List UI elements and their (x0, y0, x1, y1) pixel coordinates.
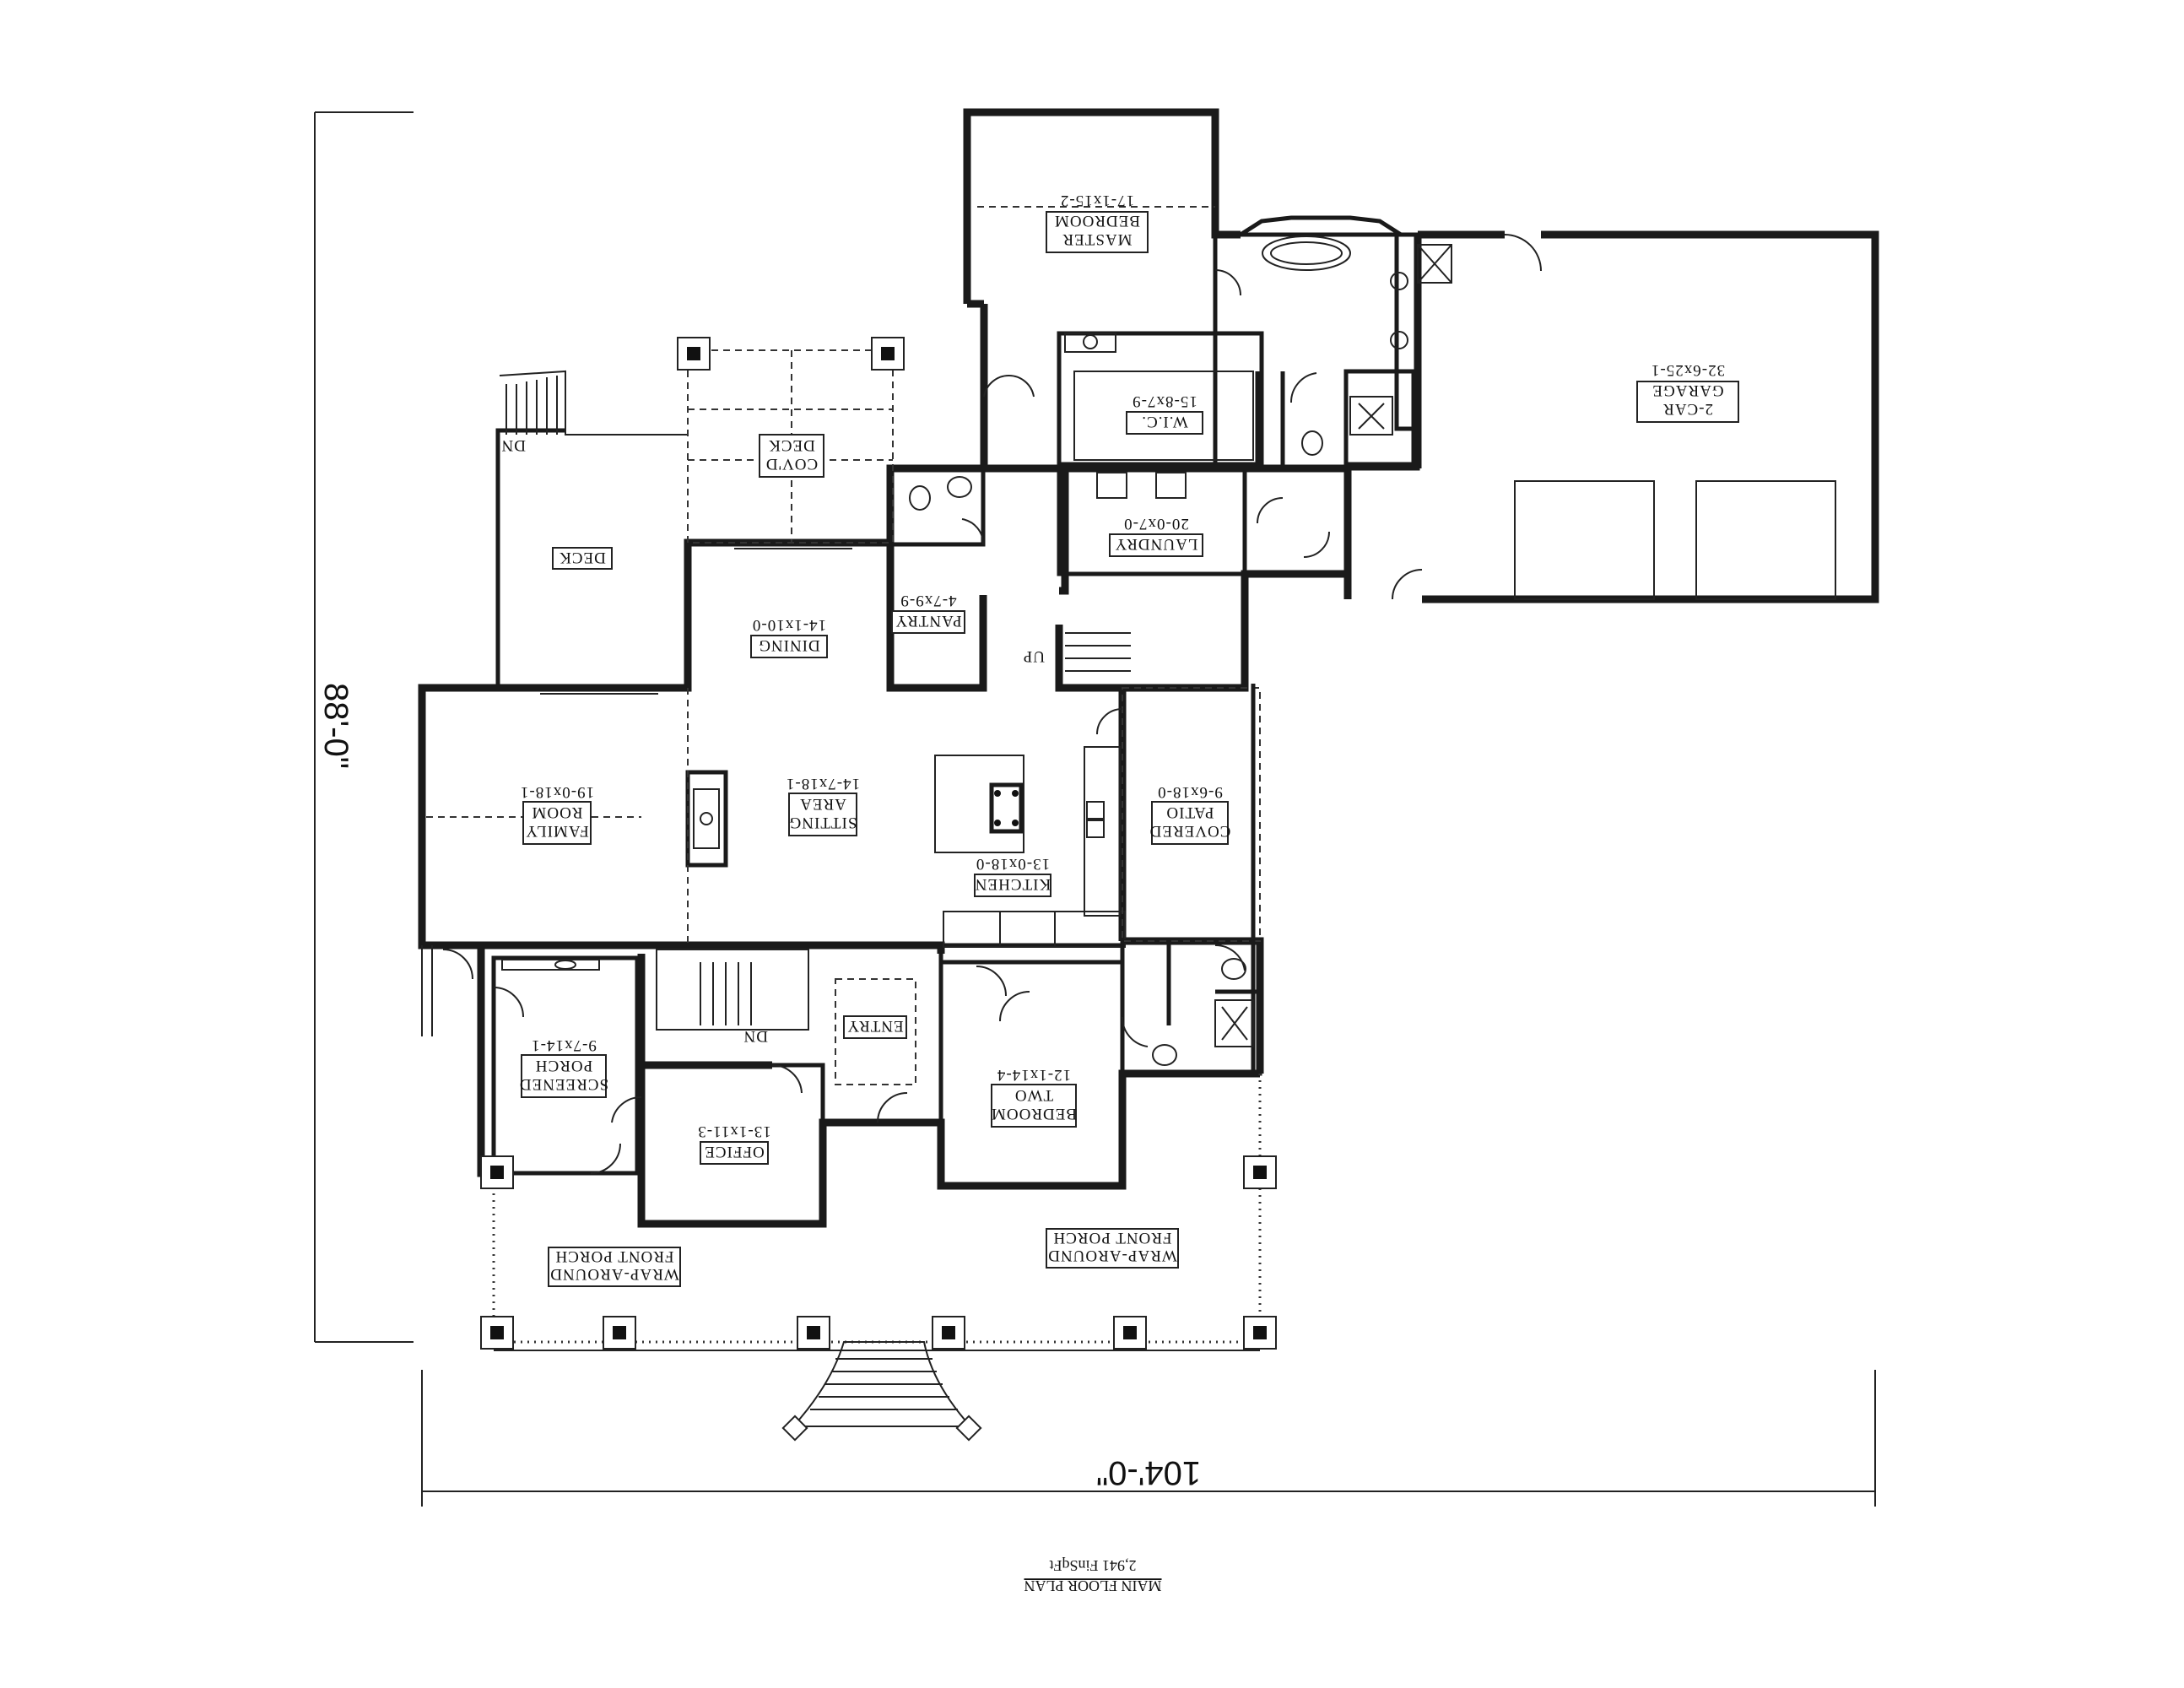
label-kitchen: KITCHEN 13-0x18-0 (974, 855, 1051, 897)
label-family-room: FAMILY ROOM 19-0x18-1 (520, 783, 594, 845)
room-name: LAUNDRY (1115, 535, 1198, 553)
room-name: DECK (768, 436, 815, 454)
label-master-bedroom: MASTER BEDROOM 17-1x15-2 (1046, 192, 1149, 253)
label-pantry: PANTRY 4-7x9-9 (891, 592, 965, 634)
room-size: 4-7x9-9 (900, 592, 956, 609)
room-name: AREA (799, 795, 846, 813)
post (1243, 1155, 1277, 1189)
label-entry: ENTRY (843, 1015, 907, 1039)
post (480, 1155, 514, 1189)
post (1113, 1316, 1147, 1350)
room-name: DECK (559, 549, 606, 566)
room-name: PORCH (535, 1057, 592, 1074)
label-covered-deck: COV'D DECK (759, 434, 824, 478)
room-name: COVERED (1149, 822, 1231, 840)
room-labels: MASTER BEDROOM 17-1x15-2 2-CAR GARAGE 32… (501, 192, 1739, 1287)
room-name: MASTER (1062, 230, 1132, 248)
room-name: WRAP-AROUND (549, 1265, 679, 1283)
room-size: 14-1x10-0 (752, 616, 826, 634)
post (480, 1316, 514, 1350)
room-name: FRONT PORCH (1052, 1229, 1171, 1247)
room-size: 15-8x7-9 (1132, 392, 1197, 410)
room-name: SCREENED (519, 1075, 608, 1093)
dimension-depth: 88'-0" (314, 111, 414, 1343)
room-size: 14-7x18-1 (786, 775, 860, 793)
label-screened-porch: SCREENED PORCH 9-7x14-1 (519, 1036, 608, 1098)
post (871, 337, 905, 371)
post (603, 1316, 636, 1350)
room-size: 19-0x18-1 (520, 783, 594, 801)
room-name: 2-CAR (1662, 400, 1713, 418)
porch-posts (480, 337, 1277, 1350)
room-size: 13-0x18-0 (976, 855, 1050, 873)
room-size: 20-0x7-0 (1123, 515, 1189, 533)
room-size: 12-1x14-4 (997, 1066, 1071, 1084)
exterior-walls (418, 108, 1879, 1228)
room-size: 13-1x11-3 (697, 1123, 770, 1140)
room-name: FAMILY (525, 822, 589, 840)
room-name: DINING (758, 636, 820, 654)
plan-title-block: MAIN FLOOR PLAN 2,941 FinSqFt (1024, 1557, 1161, 1594)
room-name: TWO (1014, 1086, 1053, 1104)
label-wic: W.I.C. 15-8x7-9 (1126, 392, 1203, 435)
width-dimension-label: 104'-0" (1096, 1454, 1201, 1491)
room-name: BEDROOM (1054, 212, 1140, 230)
label-front-porch-right: WRAP-AROUND FRONT PORCH (1046, 1228, 1179, 1269)
room-name: GARAGE (1652, 381, 1723, 399)
room-name: BEDROOM (991, 1105, 1077, 1123)
label-covered-patio: COVERED PATIO 9-6x18-0 (1149, 783, 1231, 845)
label-dining: DINING 14-1x10-0 (750, 616, 828, 658)
room-size: 9-7x14-1 (531, 1036, 597, 1054)
room-name: OFFICE (704, 1143, 764, 1160)
room-name: KITCHEN (975, 875, 1051, 893)
label-laundry: LAUNDRY 20-0x7-0 (1109, 515, 1203, 557)
label-deck: DECK (552, 547, 613, 570)
room-size: 32-6x25-1 (1651, 361, 1725, 379)
room-name: PANTRY (895, 612, 961, 630)
room-name: ROOM (531, 803, 582, 821)
fixtures (426, 206, 1542, 1174)
post (677, 337, 711, 371)
room-size: 17-1x15-2 (1060, 192, 1134, 209)
post (797, 1316, 830, 1350)
plan-subtitle: 2,941 FinSqFt (1049, 1557, 1136, 1574)
room-name: WRAP-AROUND (1047, 1247, 1177, 1264)
stair-down-label: DN (501, 436, 526, 454)
room-size: 9-6x18-0 (1157, 783, 1223, 801)
label-bedroom-two: BEDROOM TWO 12-1x14-4 (991, 1066, 1077, 1128)
interior-walls (491, 232, 1420, 1226)
room-name: FRONT PORCH (554, 1247, 673, 1265)
room-name: ENTRY (846, 1017, 903, 1035)
label-garage: 2-CAR GARAGE 32-6x25-1 (1636, 361, 1739, 423)
dimension-width: 104'-0" (421, 1370, 1876, 1507)
post (1243, 1316, 1277, 1350)
room-name: SITTING (789, 814, 857, 831)
room-name: COV'D (765, 455, 818, 473)
room-name: W.I.C. (1141, 413, 1187, 430)
room-name: PATIO (1165, 803, 1214, 821)
stair-down-label: DN (743, 1027, 768, 1045)
label-front-porch-left: WRAP-AROUND FRONT PORCH (548, 1247, 681, 1287)
post (932, 1316, 965, 1350)
depth-dimension-label: 88'-0" (317, 683, 354, 769)
plan-title: MAIN FLOOR PLAN (1024, 1577, 1161, 1594)
label-office: OFFICE 13-1x11-3 (697, 1123, 771, 1165)
stair-up-label: UP (1023, 647, 1045, 665)
label-sitting-area: SITTING AREA 14-7x18-1 (786, 775, 860, 836)
